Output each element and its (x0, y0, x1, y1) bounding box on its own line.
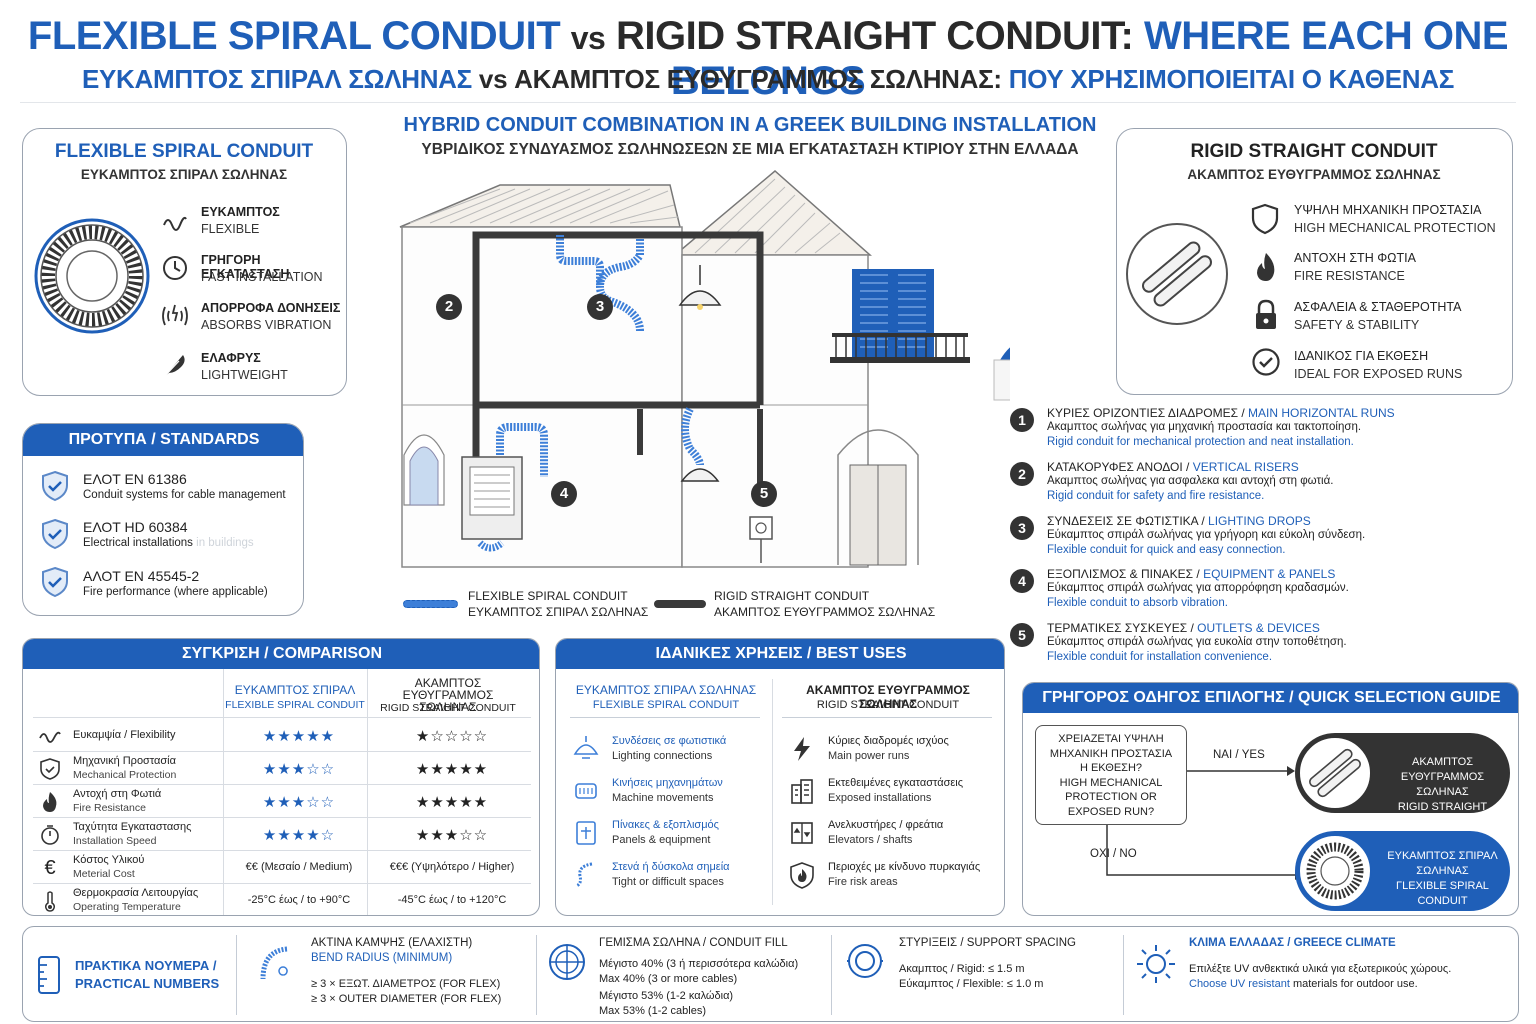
decision-no-arrow (1106, 825, 1303, 880)
result-rigid: ΑΚΑΜΠΤΟΣ ΕΥΘΥΓΡΑΜΜΟΣ ΣΩΛΗΝΑΣ RIGID STRAI… (1295, 733, 1510, 828)
comparison-table: ΣΥΓΚΡΙΣΗ / COMPARISON ΕΥΚΑΜΠΤΟΣ ΣΠΙΡΑΛ F… (22, 638, 540, 916)
rigid-card-subtitle: ΑΚΑΜΠΤΟΣ ΕΥΘΥΓΡΑΜΜΟΣ ΣΩΛΗΝΑΣ (1187, 167, 1441, 182)
comparison-row-mechanical: Μηχανική Προστασία Mechanical Protection… (33, 752, 531, 785)
spiral-coil-icon (34, 218, 150, 334)
quick-guide-title: ΓΡΗΓΟΡΟΣ ΟΔΗΓΟΣ ΕΠΙΛΟΓΗΣ / QUICK SELECTI… (1023, 683, 1518, 713)
callout-badge-2: 2 (436, 294, 462, 320)
rigid-pipes-icon (1126, 223, 1228, 325)
support-clamp-icon (847, 944, 883, 978)
callout-badge-5: 5 (751, 481, 777, 507)
stopwatch-icon (41, 825, 59, 845)
application-item-4: 4 ΕΞΟΠΛΙΣΜΟΣ & ΠΙΝΑΚΕΣ / EQUIPMENT & PAN… (1010, 567, 1430, 619)
sun-icon (1137, 945, 1175, 983)
best-uses-title: ΙΔΑΝΙΚΕΣ ΧΡΗΣΕΙΣ / BEST USES (556, 639, 1004, 669)
result-flexible: ΕΥΚΑΜΠΤΟΣ ΣΠΙΡΑΛ ΣΩΛΗΝΑΣ ΓLEXIBLE SPIRAL… (1295, 831, 1510, 911)
application-item-3: 3 ΣΥΝΔΕΣΕΙΣ ΣΕ ΦΩΤΙΣΤΙΚΑ / LIGHTING DROP… (1010, 514, 1430, 566)
comparison-row-flexibility: Ευκαμψία / Flexibility ★★★★★ ★☆☆☆☆ (33, 719, 531, 752)
decision-no-label: ΟΧΙ / NO (1090, 848, 1137, 860)
check-circle-icon (1252, 348, 1280, 376)
application-item-1: 1 ΚΥΡΙΕΣ ΟΡΙΖΟΝΤΙΕΣ ΔΙΑΔΡΟΜΕΣ / MAIN HOR… (1010, 406, 1430, 458)
application-item-5: 5 ΤΕΡΜΑΤΙΚΕΣ ΣΥΣΚΕΥΕΣ / OUTLETS & DEVICE… (1010, 621, 1430, 673)
application-item-2: 2 ΚΑΤΑΚΟΡΥΦΕΣ ΑΝΟΔΟΙ / VERTICAL RISERS Α… (1010, 460, 1430, 512)
feather-icon (164, 355, 185, 377)
lock-icon (1256, 299, 1276, 329)
practical-numbers-bar: ΠΡΑΚΤΙΚΑ ΝΟΥΜΕΡΑ / PRACTICAL NUMBERS ΑΚΤ… (22, 926, 1519, 1022)
rigid-pipes-icon (1298, 736, 1372, 810)
rigid-conduit-card: RIGID STRAIGHT CONDUIT ΑΚΑΜΠΤΟΣ ΕΥΘΥΓΡΑΜ… (1116, 128, 1513, 395)
header-divider (20, 102, 1516, 103)
panel-icon (576, 821, 596, 845)
comparison-row-speed: Ταχύτητα Εγκαταστασης Installation Speed… (33, 818, 531, 851)
clock-icon (163, 256, 187, 280)
elevator-icon (791, 822, 813, 844)
flexible-card-subtitle: ΕΥΚΑΜΠΤΟΣ ΣΠΙΡΑΛ ΣΩΛΗΝΑΣ (80, 167, 288, 182)
standards-card: ΠΡΟΤΥΠΑ / STANDARDS ΕΛΟΤ EN 61386 Condui… (22, 423, 304, 616)
euro-icon: € (44, 857, 56, 879)
illustration-subtitle: ΥΒΡΙΔΙΚΟΣ ΣΥΝΔΥΑΣΜΟΣ ΣΩΛΗΝΩΣΕΩΝ ΣΕ ΜΙΑ Ε… (421, 141, 1079, 158)
lamp-icon (573, 736, 599, 759)
decision-question-box: ΧΡΕΙΑΖΕΤΑΙ ΥΨΗΛΗ ΜΗΧΑΝΙΚΗ ΠΡΟΣΤΑΣΙΑ Η ΕΚ… (1035, 725, 1187, 825)
flame-icon (1257, 253, 1275, 281)
wave-icon (163, 216, 187, 231)
legend-rigid-swatch (654, 600, 706, 608)
quick-selection-guide: ΓΡΗΓΟΡΟΣ ΟΔΗΓΟΣ ΕΠΙΛΟΓΗΣ / QUICK SELECTI… (1022, 682, 1519, 916)
shield-check-icon (42, 518, 68, 550)
shield-icon (40, 758, 60, 780)
shield-check-icon (42, 566, 68, 598)
conduit-fill-icon (549, 944, 585, 980)
flame-icon (43, 792, 57, 812)
decision-yes-label: ΝΑΙ / YES (1213, 749, 1265, 761)
building-illustration (399, 170, 1010, 568)
standards-title: ΠΡΟΤΥΠΑ / STANDARDS (23, 424, 303, 456)
wave-icon (39, 731, 61, 743)
callout-badge-3: 3 (587, 294, 613, 320)
legend-flex-swatch (403, 600, 458, 608)
callout-badge-4: 4 (551, 481, 577, 507)
bolt-icon (794, 737, 810, 761)
bend-radius-icon (260, 946, 288, 980)
motor-icon (575, 783, 597, 799)
comparison-row-cost: € Κόστος Υλικού Meterial Cost €€ (Μεσαίο… (33, 851, 531, 884)
fire-shield-icon (790, 862, 814, 889)
shield-check-icon (42, 470, 68, 502)
comparison-title: ΣΥΓΚΡΙΣΗ / COMPARISON (23, 639, 539, 669)
illustration-title: HYBRID CONDUIT COMBINATION IN A GREEK BU… (403, 114, 1097, 136)
comparison-row-fire: Αντοχή στη Φωτιά Fire Resistance ★★★☆☆ ★… (33, 785, 531, 818)
best-uses-card: ΙΔΑΝΙΚΕΣ ΧΡΗΣΕΙΣ / BEST USES ΕΥΚΑΜΠΤΟΣ Σ… (555, 638, 1005, 916)
building-icon (791, 779, 813, 804)
flexible-card-title: FLEXIBLE SPIRAL CONDUIT (54, 141, 314, 162)
ruler-icon (38, 956, 60, 994)
thermometer-icon (45, 891, 55, 912)
page-subtitle: ΕΥΚΑΜΠΤΟΣ ΣΠΙΡΑΛ ΣΩΛΗΝΑΣ vs ΑΚΑΜΠΤΟΣ ΕΥΘ… (81, 64, 1455, 94)
page-title: FLEXIBLE SPIRAL CONDUIT vs RIGID STRAIGH… (27, 14, 1509, 103)
spiral-coil-icon (1298, 834, 1372, 908)
hose-icon (575, 862, 593, 888)
comparison-row-temperature: Θερμοκρασία Λειτουργίας Operating Temper… (33, 884, 531, 915)
shield-icon (1251, 203, 1279, 235)
rigid-card-title: RIGID STRAIGHT CONDUIT (1190, 141, 1438, 162)
flexible-conduit-card: FLEXIBLE SPIRAL CONDUIT ΕΥΚΑΜΠΤΟΣ ΣΠΙΡΑΛ… (22, 128, 347, 396)
decision-arrows (1187, 766, 1295, 776)
vibration-icon (162, 304, 188, 326)
